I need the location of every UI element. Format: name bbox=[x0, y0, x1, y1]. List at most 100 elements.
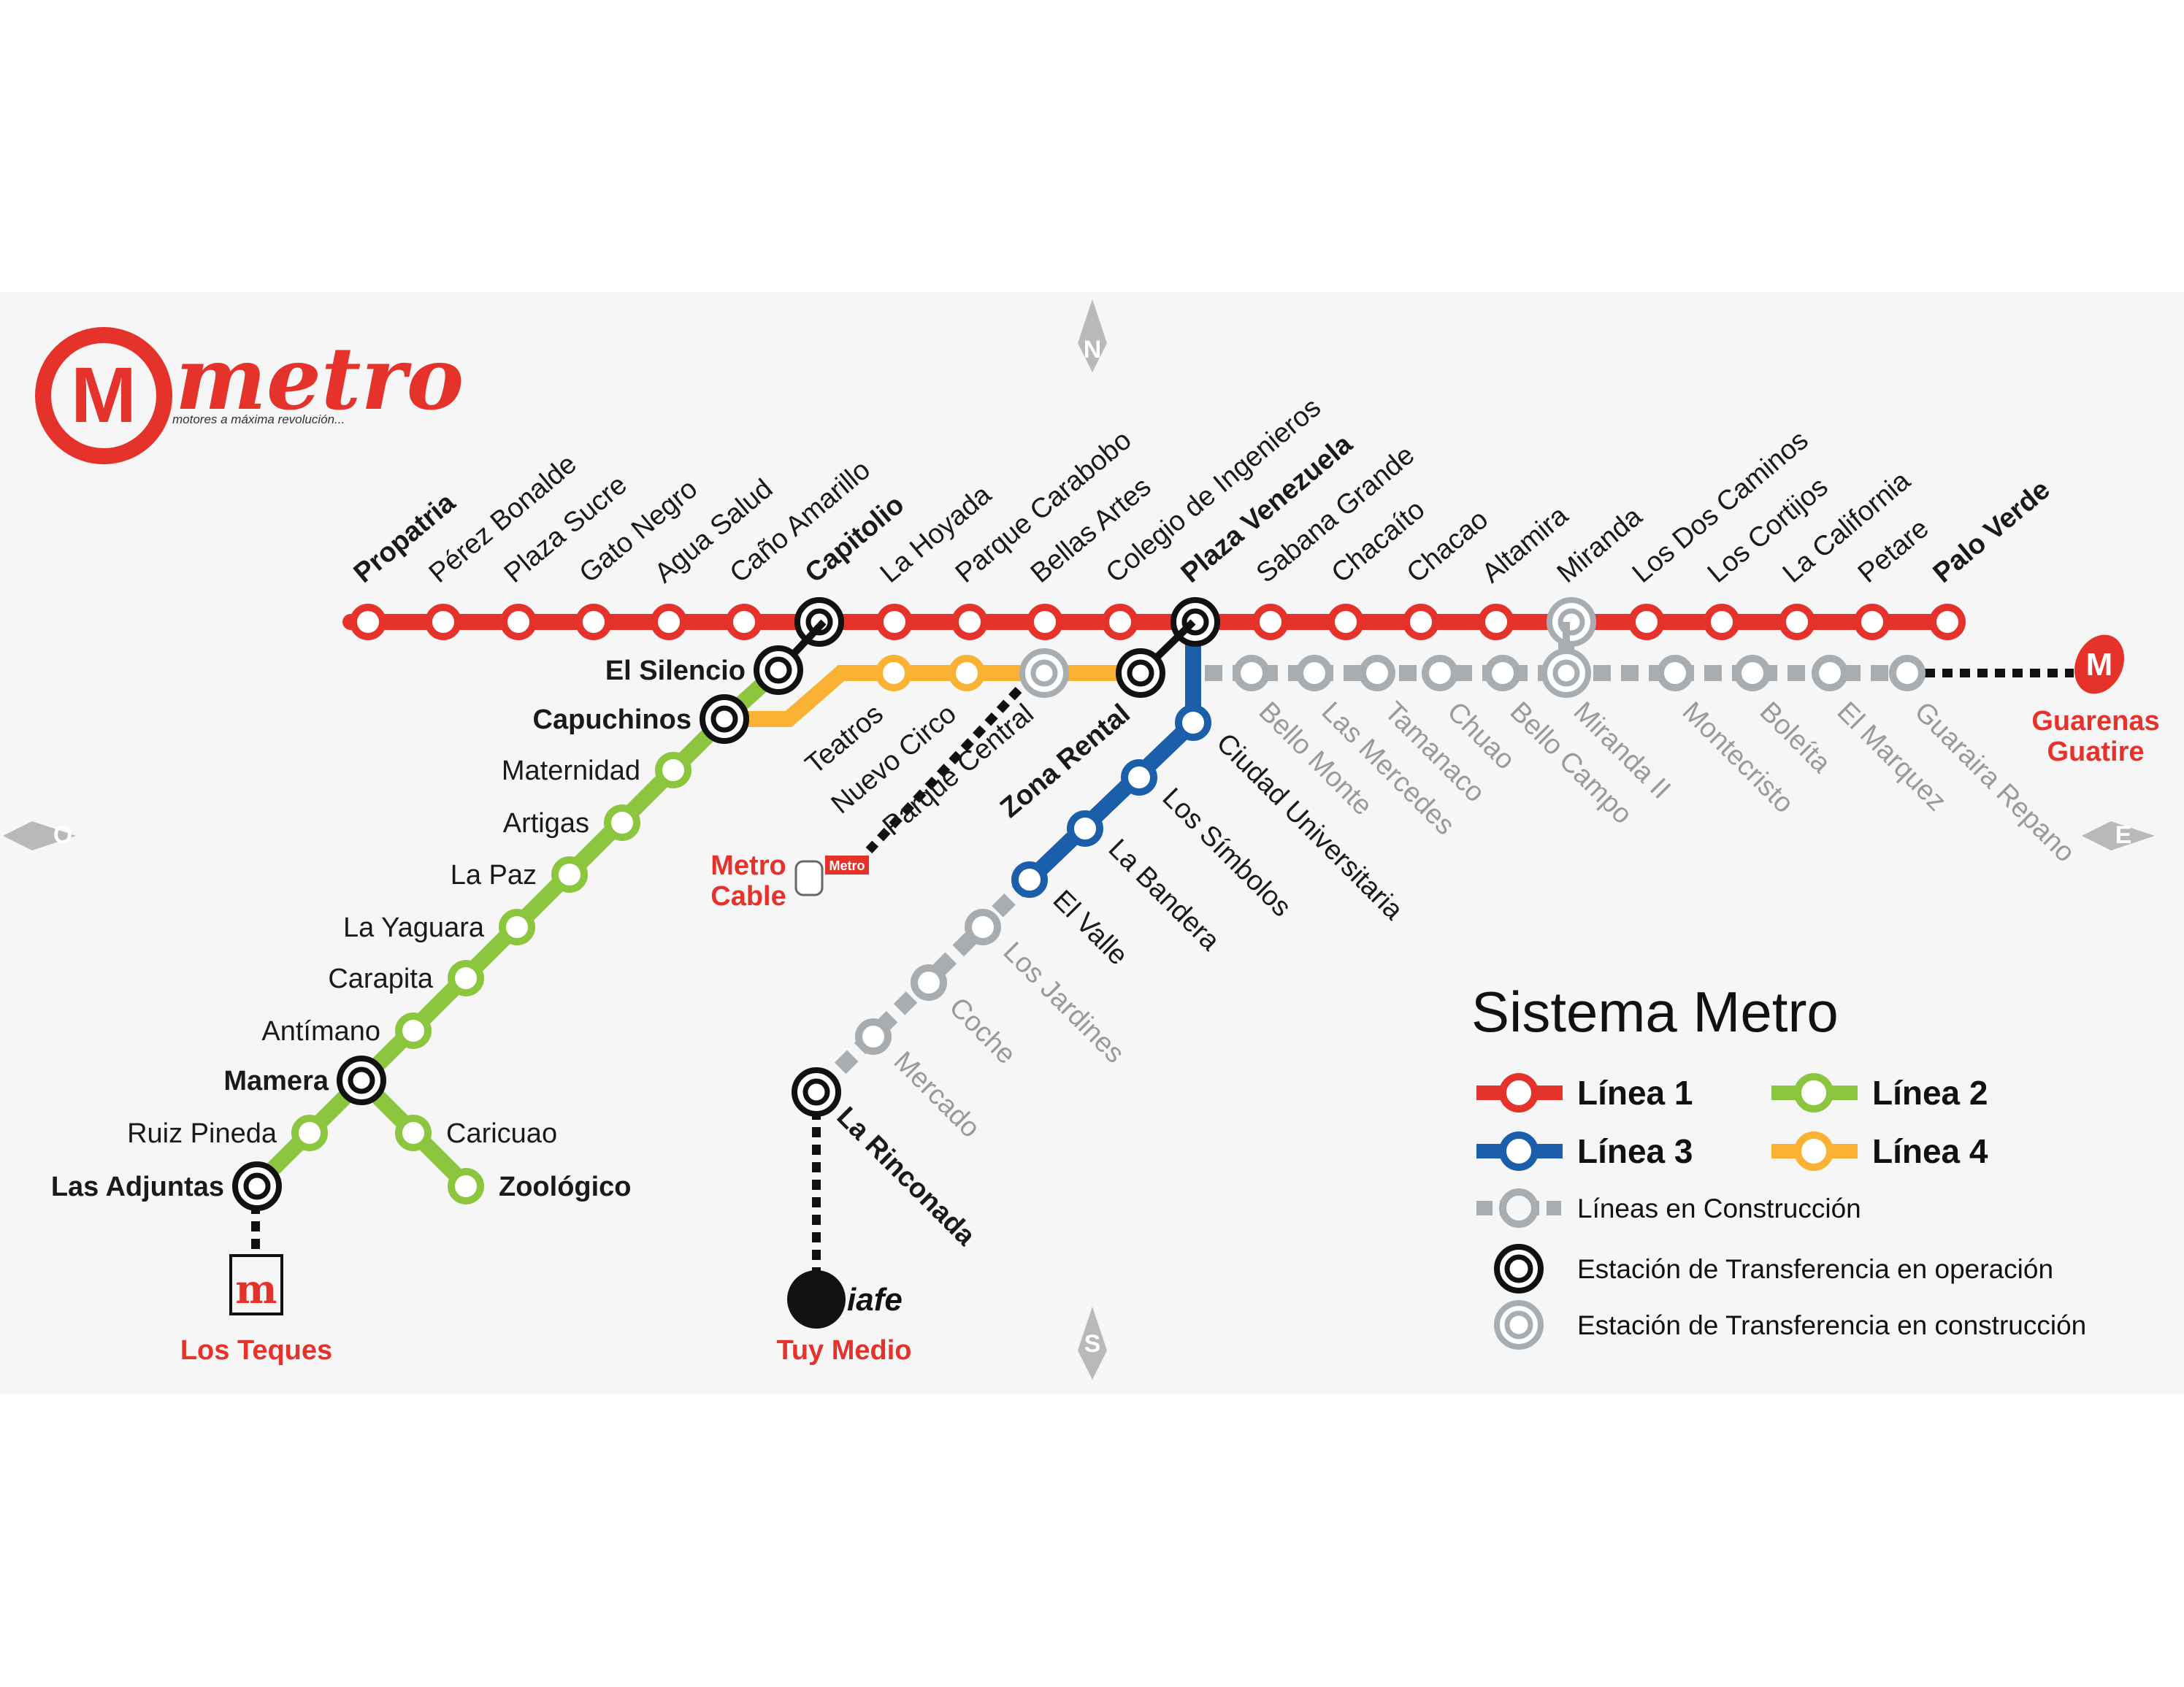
legend-item-linea-2: Línea 2 bbox=[1771, 1073, 1988, 1113]
compass-west: O bbox=[3, 821, 76, 850]
station-perez-bonalde[interactable] bbox=[425, 604, 461, 640]
legend-item-label: Línea 2 bbox=[1872, 1074, 1988, 1112]
station-la-rinconada[interactable] bbox=[792, 1067, 841, 1117]
legend-item-label: Línea 1 bbox=[1577, 1074, 1693, 1112]
station-chuao[interactable] bbox=[1422, 655, 1458, 691]
station-parque-central[interactable] bbox=[1019, 648, 1069, 698]
label-mamera: Mamera bbox=[223, 1066, 329, 1096]
legend-item-label: Línea 4 bbox=[1872, 1132, 1988, 1170]
compass-south: S bbox=[1078, 1307, 1107, 1380]
station-tamanaco[interactable] bbox=[1359, 655, 1395, 691]
station-nuevo-circo[interactable] bbox=[949, 655, 985, 691]
station-bello-campo[interactable] bbox=[1484, 655, 1521, 691]
logo-ring bbox=[35, 327, 172, 464]
legend-item-linea-3: Línea 3 bbox=[1476, 1131, 1693, 1171]
station-la-yaguara[interactable] bbox=[499, 909, 535, 945]
station-artigas[interactable] bbox=[604, 804, 640, 841]
station-montecristo[interactable] bbox=[1657, 655, 1693, 691]
station-plaza-sucre[interactable] bbox=[500, 604, 537, 640]
station-colegio-de-ingenieros[interactable] bbox=[1102, 604, 1138, 640]
station-mercado[interactable] bbox=[855, 1018, 892, 1055]
external-connections bbox=[251, 669, 2074, 1281]
tuy-medio-label: Tuy Medio bbox=[776, 1335, 911, 1366]
station-capuchinos[interactable] bbox=[700, 694, 749, 744]
station-agua-salud[interactable] bbox=[651, 604, 687, 640]
legend-transfer-construction-label: Estación de Transferencia en construcció… bbox=[1577, 1310, 2086, 1340]
label-la-paz: La Paz bbox=[451, 860, 537, 891]
legend-item-linea-4: Línea 4 bbox=[1771, 1131, 1988, 1171]
logo-word: metro bbox=[175, 328, 464, 429]
label-el-valle: El Valle bbox=[1047, 885, 1134, 972]
legend-item-linea-1: Línea 1 bbox=[1476, 1073, 1693, 1113]
svg-text:iafe: iafe bbox=[847, 1282, 903, 1318]
station-teatros[interactable] bbox=[875, 655, 912, 691]
station-el-valle[interactable] bbox=[1011, 861, 1048, 898]
station-gato-negro[interactable] bbox=[575, 604, 612, 640]
station-las-mercedes[interactable] bbox=[1296, 655, 1333, 691]
label-caricuao: Caricuao bbox=[446, 1118, 557, 1149]
station-altamira[interactable] bbox=[1478, 604, 1514, 640]
stations bbox=[232, 597, 1966, 1211]
label-carapita: Carapita bbox=[328, 964, 433, 994]
station-miranda-ii[interactable] bbox=[1541, 648, 1591, 698]
station-bellas-artes[interactable] bbox=[1027, 604, 1063, 640]
station-ruiz-pineda[interactable] bbox=[291, 1115, 328, 1151]
station-coche[interactable] bbox=[911, 964, 947, 1001]
station-el-silencio[interactable] bbox=[754, 645, 803, 695]
legend-transfer-operating-label: Estación de Transferencia en operación bbox=[1577, 1254, 2053, 1284]
guarenas-logo: M bbox=[2074, 634, 2125, 694]
compass-west-label: O bbox=[53, 821, 72, 849]
station-el-marquez[interactable] bbox=[1812, 655, 1848, 691]
station-la-bandera[interactable] bbox=[1067, 810, 1103, 847]
station-propatria[interactable] bbox=[350, 604, 386, 640]
station-chacao[interactable] bbox=[1403, 604, 1439, 640]
svg-text:Metro: Metro bbox=[829, 858, 865, 873]
station-la-paz[interactable] bbox=[551, 856, 588, 893]
logo-letter: M bbox=[71, 350, 137, 439]
label-antimano: Antímano bbox=[261, 1016, 380, 1047]
station-sabana-grande[interactable] bbox=[1252, 604, 1289, 640]
los-teques-logo: m bbox=[229, 1254, 283, 1315]
station-chacaito[interactable] bbox=[1327, 604, 1364, 640]
station-cano-amarillo[interactable] bbox=[726, 604, 762, 640]
station-palo-verde[interactable] bbox=[1929, 604, 1966, 640]
compass-east-label: E bbox=[2115, 821, 2132, 849]
label-palo-verde: Palo Verde bbox=[1928, 474, 2056, 589]
compass: N S O E bbox=[3, 299, 2155, 1380]
station-caricuao[interactable] bbox=[395, 1115, 432, 1151]
station-bello-monte[interactable] bbox=[1233, 655, 1270, 691]
station-guaraira-repano[interactable] bbox=[1889, 655, 1926, 691]
legend-transfer-construction: Estación de Transferencia en construcció… bbox=[1494, 1300, 2086, 1350]
station-zoologico[interactable] bbox=[448, 1168, 484, 1204]
station-la-california[interactable] bbox=[1779, 604, 1815, 640]
station-petare[interactable] bbox=[1854, 604, 1890, 640]
station-ciudad-universitaria[interactable] bbox=[1175, 704, 1211, 741]
label-miranda: Miranda bbox=[1552, 501, 1649, 589]
label-maternidad: Maternidad bbox=[502, 756, 640, 786]
station-los-simbolos[interactable] bbox=[1121, 759, 1157, 796]
station-los-jardines[interactable] bbox=[965, 909, 1001, 945]
station-la-hoyada[interactable] bbox=[876, 604, 913, 640]
station-los-dos-caminos[interactable] bbox=[1628, 604, 1665, 640]
label-el-silencio: El Silencio bbox=[605, 656, 746, 686]
label-zoologico: Zoológico bbox=[499, 1172, 632, 1202]
station-miranda[interactable] bbox=[1547, 597, 1596, 647]
station-las-adjuntas[interactable] bbox=[232, 1161, 282, 1211]
station-boleita[interactable] bbox=[1734, 655, 1771, 691]
station-mamera[interactable] bbox=[337, 1056, 386, 1105]
iafe-logo: iafe bbox=[787, 1270, 903, 1329]
station-maternidad[interactable] bbox=[655, 752, 691, 788]
svg-text:M: M bbox=[2086, 647, 2113, 683]
label-mercado: Mercado bbox=[888, 1046, 986, 1144]
legend-transfer-operating: Estación de Transferencia en operación bbox=[1494, 1244, 2053, 1294]
station-antimano[interactable] bbox=[395, 1012, 432, 1049]
legend-title: Sistema Metro bbox=[1471, 980, 1839, 1044]
station-los-cortijos[interactable] bbox=[1704, 604, 1740, 640]
label-la-yaguara: La Yaguara bbox=[343, 912, 485, 943]
station-parque-carabobo[interactable] bbox=[951, 604, 988, 640]
station-zona-rental[interactable] bbox=[1116, 648, 1165, 698]
station-carapita[interactable] bbox=[448, 960, 484, 996]
